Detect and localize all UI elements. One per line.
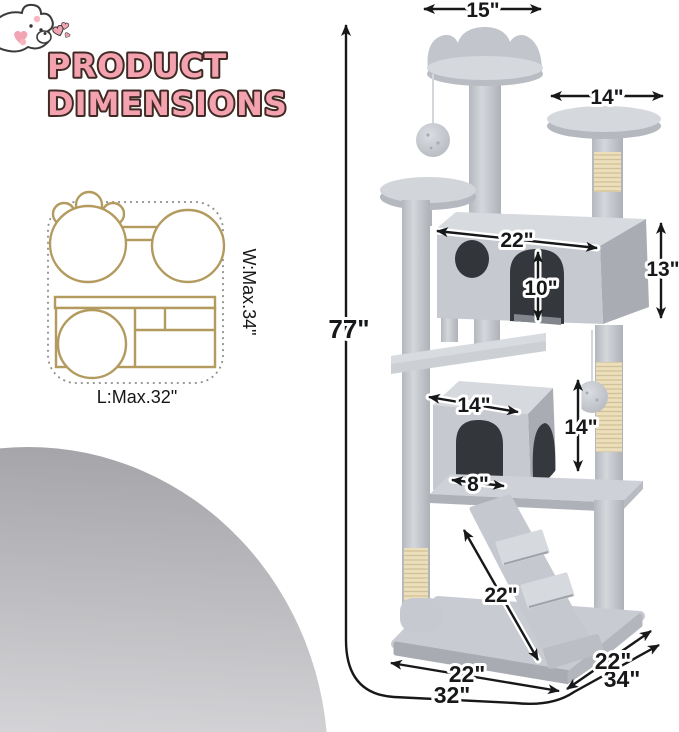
right-base-post — [594, 500, 624, 618]
dimension-label-lower-condo-door: 8" — [467, 473, 489, 496]
top-view-platform-circle — [150, 208, 226, 284]
dimension-label-ladder: 22" — [484, 584, 517, 607]
dimension-label-upper-condo-door: 10" — [524, 277, 557, 300]
right-top-post — [592, 130, 623, 222]
gray-accent-circle — [0, 447, 327, 732]
top-perch — [427, 27, 543, 86]
dimension-label-lower-condo-width: 14" — [457, 394, 490, 417]
sisal-wrap — [594, 152, 621, 192]
page-title: PRODUCT DIMENSIONS — [45, 45, 289, 125]
top-view-length-label: L:Max.32" — [97, 387, 177, 407]
cat-tree-illustration — [380, 27, 661, 685]
upper-condo — [437, 212, 649, 325]
dimension-label-upper-condo-width: 22" — [500, 229, 533, 252]
page-title-line2: DIMENSIONS — [47, 85, 288, 123]
hanging-ball-top — [416, 74, 450, 157]
sisal-wrap — [404, 548, 428, 606]
upper-condo-round-hole — [455, 240, 489, 278]
top-view-width-label: W:Max.34" — [239, 248, 259, 335]
dimension-label-lower-condo-height: 14" — [564, 416, 597, 439]
dimension-top-perch: 15" — [420, 0, 545, 25]
dimension-base-side: 22" — [563, 627, 655, 693]
dimension-right-platform: 14" — [547, 83, 667, 112]
top-view-diagram: W:Max.34" L:Max.32" — [47, 190, 259, 407]
top-view-lower-circle — [56, 308, 128, 380]
bunny-peeking-icon — [0, 3, 54, 53]
dimension-label-right-platform: 14" — [590, 86, 623, 109]
dimension-base-front: 22" — [387, 658, 563, 695]
hearts-icon — [52, 22, 71, 38]
top-view-dotted-border — [47, 201, 224, 384]
dimension-annotations: 15" 14" 22" 13" 10" 14" 14" 8" — [325, 0, 679, 711]
dimension-upper-condo-height: 13" — [643, 219, 679, 322]
dimension-label-upper-condo-height: 13" — [646, 258, 679, 281]
dimension-label-base-side: 22" — [595, 648, 632, 674]
top-view-perch-circle — [48, 204, 128, 284]
dimension-label-base-front: 22" — [449, 661, 486, 687]
right-round-platform — [547, 106, 661, 139]
right-mid-post — [595, 325, 623, 503]
page-title-line1: PRODUCT — [47, 47, 227, 85]
left-post — [402, 200, 430, 614]
left-post-foot — [400, 598, 442, 632]
dimension-label-top-perch: 15" — [466, 0, 499, 22]
dimension-label-overall-height: 77" — [328, 314, 369, 344]
